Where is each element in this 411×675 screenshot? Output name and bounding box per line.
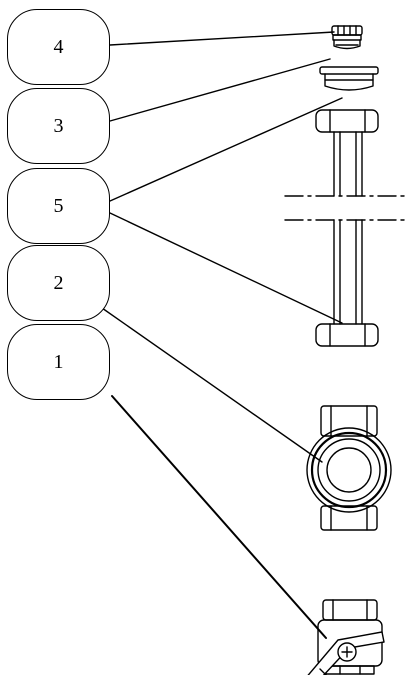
callout-4: 4 [7, 9, 110, 85]
callout-3: 3 [7, 88, 110, 164]
leader-lines [101, 31, 343, 639]
leader-line-4 [109, 31, 335, 46]
leader-line-1 [111, 395, 327, 639]
callout-4-label: 4 [53, 35, 64, 58]
leader-line-5b [109, 212, 343, 324]
leader-line-2 [101, 307, 323, 463]
leader-line-3 [109, 58, 331, 122]
part-1-ball-valve [307, 599, 385, 675]
part-2-valve-body [306, 405, 392, 531]
callout-3-label: 3 [53, 114, 64, 137]
leader-line-5a [109, 97, 343, 202]
part-3-washer [319, 66, 379, 91]
break-lines [284, 195, 406, 221]
callout-1: 1 [7, 324, 110, 400]
callout-5-label: 5 [53, 194, 64, 217]
callout-1-label: 1 [53, 350, 64, 373]
callout-5: 5 [7, 168, 110, 244]
callout-2: 2 [7, 245, 110, 321]
part-5-tube [315, 109, 379, 347]
callout-2-label: 2 [53, 271, 64, 294]
part-4-cap [331, 25, 363, 50]
